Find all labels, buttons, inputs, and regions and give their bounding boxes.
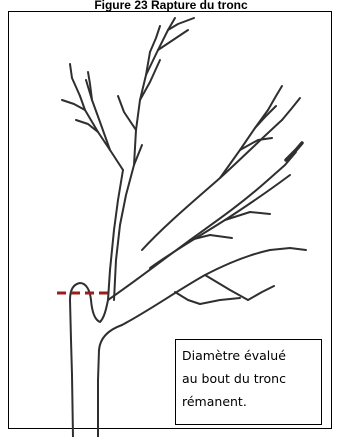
branch-right-3 (255, 106, 276, 128)
branch-right-12 (248, 286, 274, 300)
branch-right-5 (282, 98, 300, 120)
branch-dark-tip (286, 143, 302, 160)
trunk-lower-right (98, 325, 122, 437)
branch-upper-mid (134, 52, 150, 165)
central-leader (114, 145, 142, 300)
scaffold-right-inner (108, 180, 268, 300)
branch-right-6 (270, 248, 306, 250)
note-line-3: rémanent. (182, 390, 315, 413)
scaffold-right (122, 250, 270, 325)
diameter-note-box: Diamètre évalué au bout du tronc rémanen… (175, 339, 322, 425)
note-line-1: Diamètre évalué (182, 344, 315, 367)
branch-right-10 (175, 292, 200, 304)
branch-upper-left-2 (86, 80, 110, 150)
branch-right-8 (205, 275, 248, 300)
note-line-2: au bout du tronc (182, 367, 315, 390)
branch-upper-left-5 (70, 64, 80, 96)
branch-upper-left (80, 96, 123, 170)
branch-upper-mid-3 (118, 96, 136, 130)
branch-right-11 (200, 298, 240, 304)
trunk-left-edge (70, 283, 91, 437)
